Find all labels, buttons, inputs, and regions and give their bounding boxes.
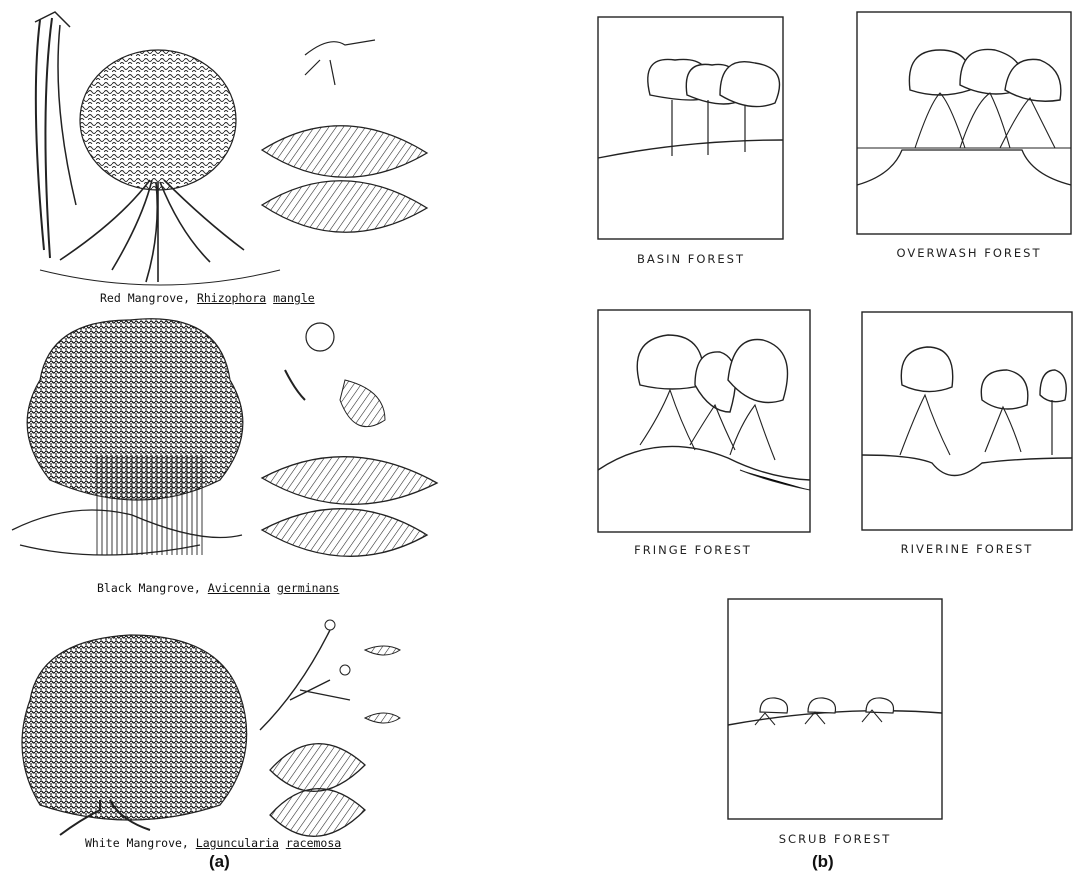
riverine-forest-label: RIVERINE FOREST: [872, 542, 1062, 556]
white-mangrove-caption: White Mangrove, Laguncularia racemosa: [85, 836, 341, 850]
caption-genus: Rhizophora: [197, 291, 266, 305]
caption-epithet: germinans: [277, 581, 339, 595]
caption-epithet: mangle: [273, 291, 315, 305]
caption-epithet: racemosa: [286, 836, 341, 850]
black-mangrove-illustration: [12, 319, 437, 557]
caption-common-name: Red Mangrove,: [100, 291, 197, 305]
red-mangrove-illustration: [35, 12, 427, 285]
panel-a-label: (a): [209, 852, 230, 872]
riverine-forest-diagram: [862, 312, 1072, 530]
fringe-forest-diagram: [598, 310, 810, 532]
caption-common-name: Black Mangrove,: [97, 581, 208, 595]
overwash-forest-diagram: [857, 12, 1071, 234]
caption-common-name: White Mangrove,: [85, 836, 196, 850]
overwash-forest-label: OVERWASH FOREST: [874, 246, 1064, 260]
black-mangrove-caption: Black Mangrove, Avicennia germinans: [97, 581, 339, 595]
white-mangrove-illustration: [22, 620, 400, 836]
scrub-forest-label: SCRUB FOREST: [740, 832, 930, 846]
panel-b-label: (b): [812, 852, 834, 872]
fringe-forest-label: FRINGE FOREST: [598, 543, 788, 557]
basin-forest-diagram: [598, 17, 783, 239]
red-mangrove-caption: Red Mangrove, Rhizophora mangle: [100, 291, 315, 305]
caption-genus: Avicennia: [208, 581, 270, 595]
scrub-forest-diagram: [728, 599, 942, 819]
caption-genus: Laguncularia: [196, 836, 279, 850]
basin-forest-label: BASIN FOREST: [596, 252, 786, 266]
